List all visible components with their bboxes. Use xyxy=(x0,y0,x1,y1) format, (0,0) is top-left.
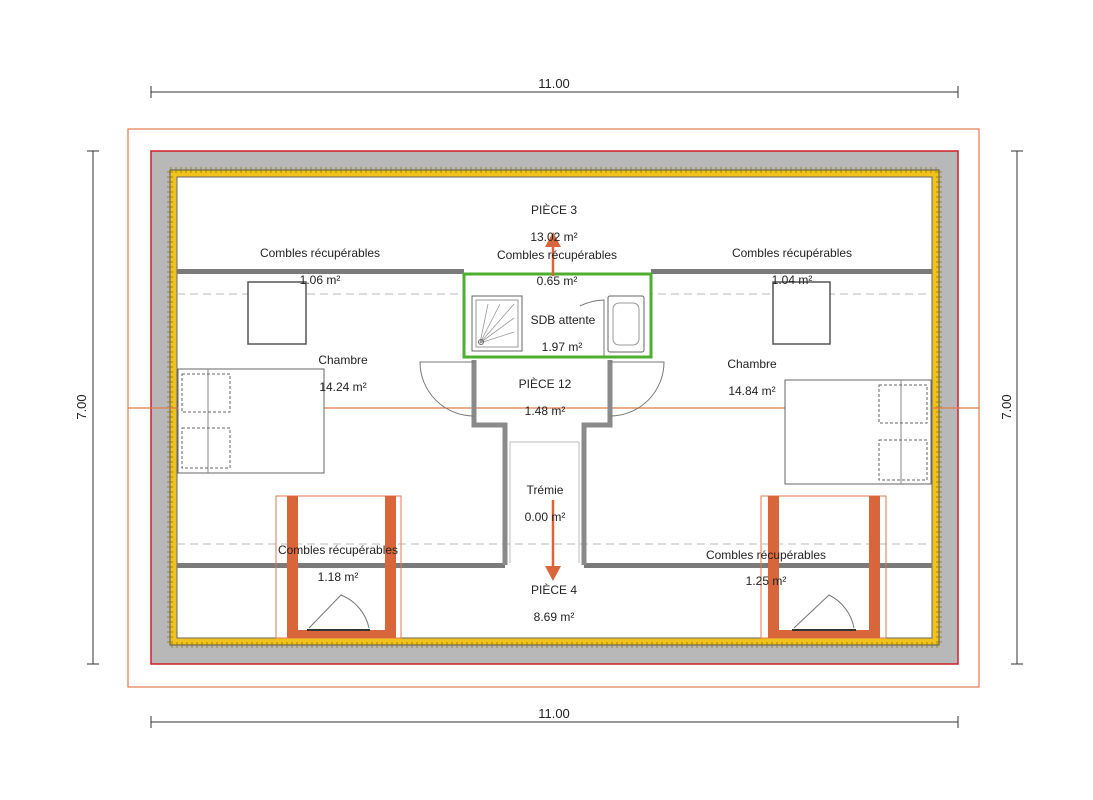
room-combles-bottom-left-area: 1.18 m² xyxy=(317,570,359,584)
room-tremie-name: Trémie xyxy=(526,483,564,497)
room-combles-bottom-right-name: Combles récupérables xyxy=(705,548,827,562)
bathroom-door-swing xyxy=(579,299,605,356)
room-piece3-area: 13.02 m² xyxy=(530,230,578,244)
arrow-down-icon xyxy=(545,500,561,581)
room-combles-top-center-area: 0.65 m² xyxy=(536,274,578,288)
dimension-top-line xyxy=(150,86,959,98)
skylight-left xyxy=(247,281,307,345)
dimension-right-label: 7.00 xyxy=(999,394,1014,420)
room-combles-top-right-name: Combles récupérables xyxy=(731,246,853,260)
room-piece4-area: 8.69 m² xyxy=(533,610,575,624)
shower-icon xyxy=(471,295,523,352)
room-combles-top-center-name: Combles récupérables xyxy=(496,248,618,262)
room-piece12-area: 1.48 m² xyxy=(524,404,566,418)
skylight-right xyxy=(772,281,831,345)
room-chambre-right-name: Chambre xyxy=(727,357,777,371)
arrow-up-icon xyxy=(545,232,561,276)
dimension-right-line xyxy=(1011,150,1023,665)
partition-walls xyxy=(177,269,932,568)
room-combles-bottom-right-area: 1.25 m² xyxy=(745,574,787,588)
room-chambre-left-name: Chambre xyxy=(318,353,368,367)
room-combles-bottom-left-name: Combles récupérables xyxy=(277,543,399,557)
dimension-bottom-line xyxy=(150,716,959,728)
dimension-left-label: 7.00 xyxy=(74,394,89,420)
room-piece4-name: PIÈCE 4 xyxy=(530,583,578,597)
dimension-top-label: 11.00 xyxy=(538,76,570,91)
dormer-right xyxy=(760,495,887,639)
room-tremie-area: 0.00 m² xyxy=(524,510,566,524)
room-chambre-right-area: 14.84 m² xyxy=(728,384,776,398)
dimension-bottom-label: 11.00 xyxy=(538,706,570,721)
door-swing-left xyxy=(419,361,475,417)
room-sdb-name: SDB attente xyxy=(530,313,596,327)
room-piece3-name: PIÈCE 3 xyxy=(530,203,578,217)
room-chambre-left-area: 14.24 m² xyxy=(319,380,367,394)
door-swing-right xyxy=(609,361,665,417)
room-combles-top-left-area: 1.06 m² xyxy=(299,273,341,287)
dormer-left xyxy=(275,495,402,639)
room-combles-top-left-name: Combles récupérables xyxy=(259,246,381,260)
bed-left-icon xyxy=(177,368,325,474)
corridor-walls xyxy=(471,360,613,565)
room-piece12-name: PIÈCE 12 xyxy=(518,377,572,391)
dimension-left-line xyxy=(87,150,99,665)
room-sdb-area: 1.97 m² xyxy=(541,340,583,354)
room-combles-top-right-area: 1.04 m² xyxy=(771,273,813,287)
bed-right-icon xyxy=(784,379,932,485)
bath-tub-icon xyxy=(607,295,645,353)
